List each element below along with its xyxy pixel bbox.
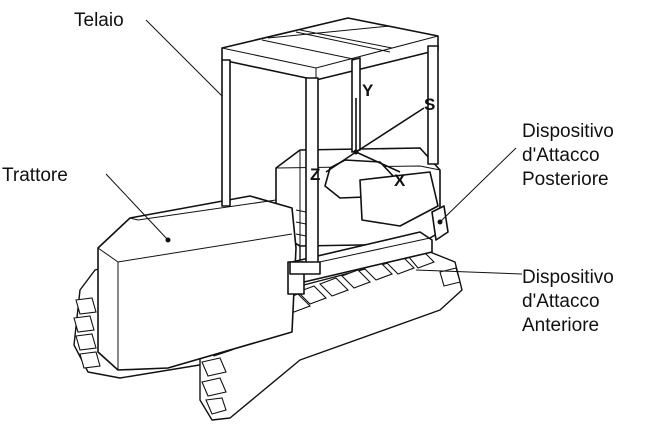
posteriore-leader — [439, 147, 517, 223]
anteriore-leader — [415, 269, 523, 275]
anteriore-label-line1: Dispositivo — [522, 267, 614, 288]
telaio-frame — [221, 17, 439, 275]
posteriore-label-line1: Dispositivo — [522, 121, 614, 142]
rear-body — [275, 147, 441, 247]
posteriore-label-line3: Posteriore — [522, 169, 609, 190]
telaio-label: Telaio — [74, 10, 124, 31]
anteriore-label-line2: d'Attacco — [522, 291, 600, 312]
coordinate-system: Y Z X S — [310, 81, 435, 190]
axis-x-label: X — [394, 171, 406, 190]
leader-lines — [105, 19, 523, 275]
trattore-label: Trattore — [2, 165, 68, 186]
posteriore-label-line2: d'Attacco — [522, 145, 600, 166]
rear-attachment — [431, 205, 449, 241]
axis-y-label: Y — [362, 81, 374, 100]
anteriore-label-line3: Anteriore — [522, 315, 599, 336]
telaio-leader — [145, 19, 223, 97]
axis-z-label: Z — [310, 165, 320, 184]
trattore-leader — [105, 173, 169, 241]
axis-s-label: S — [424, 95, 435, 114]
